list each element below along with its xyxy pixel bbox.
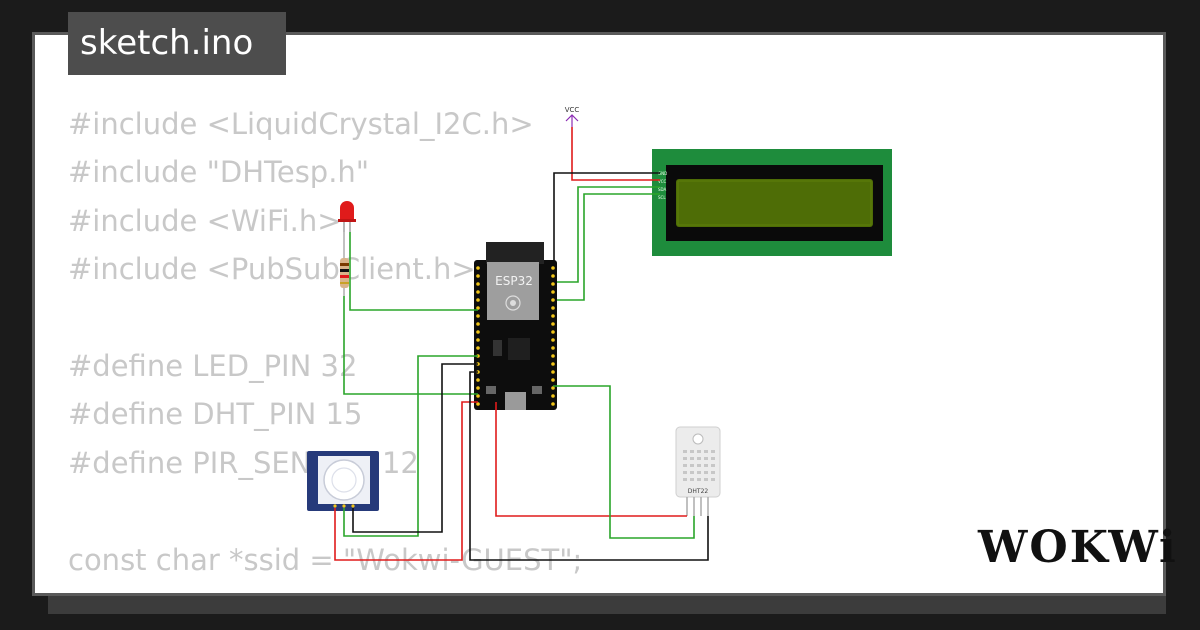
code-line-7: #define DHT_PIN 15	[68, 397, 363, 432]
esp32-label: ESP32	[495, 274, 533, 288]
vcc-label: VCC	[565, 106, 580, 114]
lcd-wires	[548, 127, 660, 301]
svg-text:VCC: VCC	[658, 179, 667, 184]
svg-text:GND: GND	[658, 171, 667, 176]
code-line-2: #include "DHTesp.h"	[68, 155, 370, 190]
lcd-display[interactable]: GND VCC SDA SCL	[652, 149, 892, 256]
canvas-shadow	[48, 596, 1166, 614]
svg-text:SCL: SCL	[658, 195, 666, 200]
resistor[interactable]	[340, 232, 349, 296]
lcd-pin-labels: GND VCC SDA SCL	[658, 171, 667, 200]
file-tab[interactable]: sketch.ino	[68, 12, 286, 75]
vcc-symbol[interactable]: VCC	[565, 106, 580, 127]
svg-text:SDA: SDA	[658, 187, 667, 192]
dht22-sensor[interactable]: DHT22	[675, 426, 721, 516]
code-line-3: #include <WiFi.h>	[68, 203, 342, 238]
pir-sensor[interactable]	[307, 451, 379, 511]
diagram-canvas[interactable]	[32, 32, 1166, 596]
code-line-6: #define LED_PIN 32	[68, 348, 358, 383]
wokwi-logo: WOKWi	[978, 522, 1178, 573]
red-led[interactable]	[338, 201, 356, 232]
sensor-wires	[334, 232, 709, 561]
dht22-label: DHT22	[688, 488, 709, 495]
esp32-board[interactable]: ESP32	[474, 242, 557, 410]
code-line-1: #include <LiquidCrystal_I2C.h>	[68, 107, 534, 141]
